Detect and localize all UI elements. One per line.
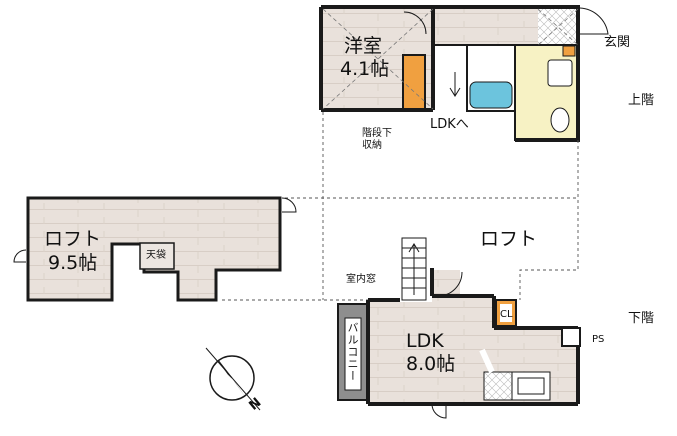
balcony-label: バルコニー <box>346 322 359 382</box>
attic-storage <box>139 242 175 270</box>
under-stair-storage-fill <box>402 54 426 110</box>
western-room-size: 4.1帖 <box>340 58 390 80</box>
upper-floor-label: 上階 <box>628 93 655 108</box>
ldk-floor <box>370 270 578 402</box>
compass-rose <box>205 347 261 411</box>
washbasin <box>547 59 573 87</box>
ldk-name: LDK <box>406 330 444 352</box>
kitchen-sink <box>483 371 513 401</box>
loft-center-name: ロフト <box>480 228 538 250</box>
loft-left <box>13 196 297 302</box>
stairs <box>401 237 427 301</box>
closet-label: CL <box>500 309 513 320</box>
corridor-floor <box>433 9 538 45</box>
to-ldk-label: LDKへ <box>430 117 469 132</box>
loft-left-size: 9.5帖 <box>48 252 98 274</box>
upper-floor <box>319 5 609 142</box>
under-stair-storage-label: 階段下 収納 <box>362 128 392 151</box>
loft-left-name: ロフト <box>44 228 102 250</box>
attic-label: 天袋 <box>146 250 166 261</box>
bathtub <box>469 81 513 109</box>
washroom-floor <box>514 44 579 141</box>
entrance-label: 玄関 <box>604 35 631 50</box>
lower-floor-label: 下階 <box>628 311 655 326</box>
connector-lines <box>222 112 579 301</box>
western-room-name: 洋室 <box>344 35 383 57</box>
indoor-window-label: 室内窓 <box>346 274 376 285</box>
lower-floor <box>337 237 581 419</box>
ldk-size: 8.0帖 <box>406 353 456 375</box>
pipe-space-label: PS <box>592 334 605 345</box>
toilet <box>550 107 570 133</box>
